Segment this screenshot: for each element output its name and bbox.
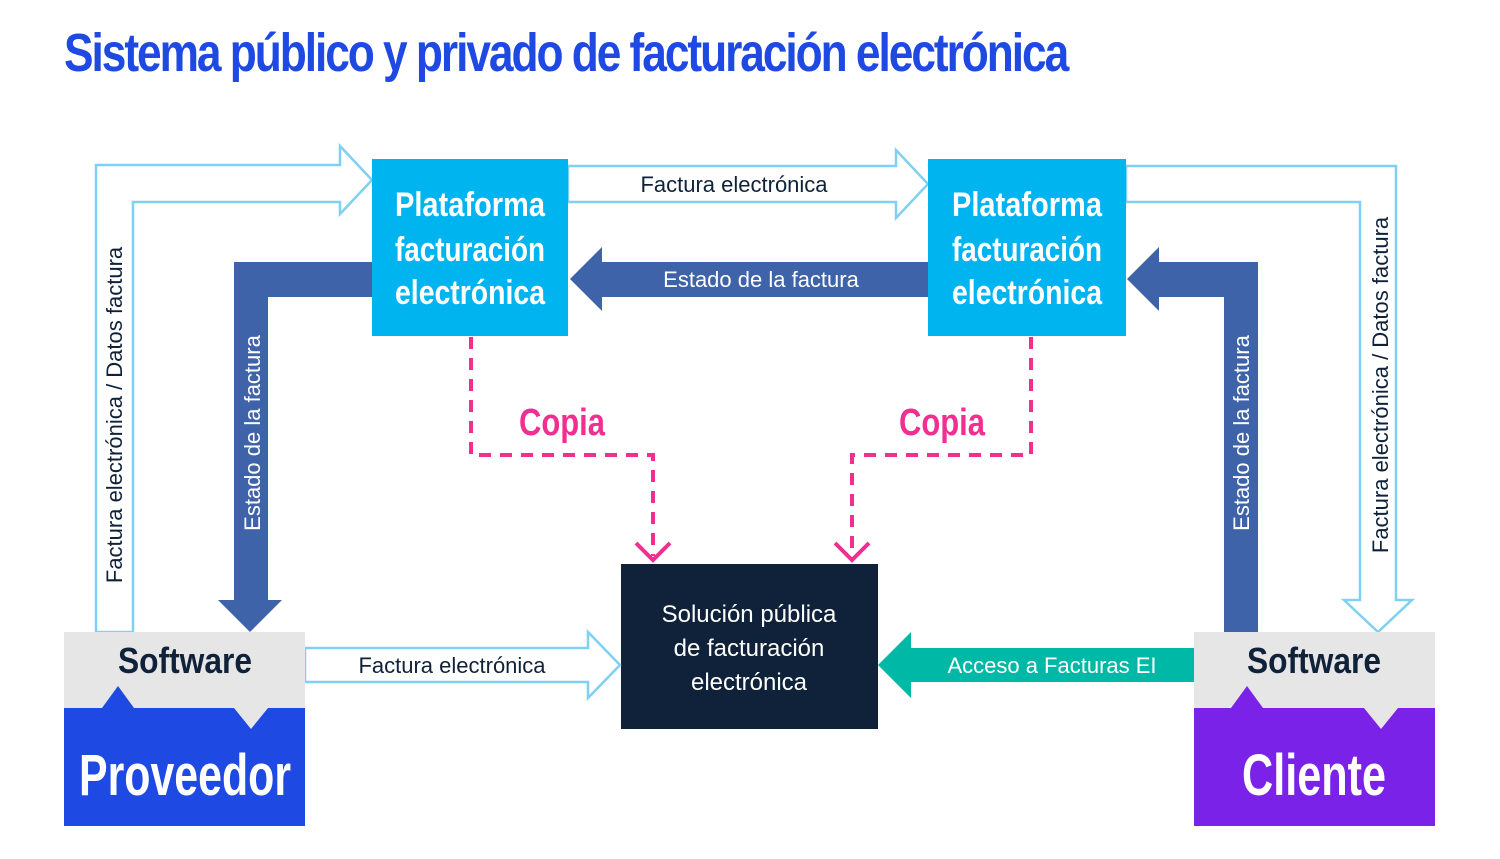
top-right-label: Factura electrónica <box>640 172 828 197</box>
client-software-label: Software <box>1247 640 1381 681</box>
copy-right-line <box>850 337 1033 556</box>
top-left-arrow <box>570 247 928 311</box>
page-title: Sistema público y privado de facturación… <box>64 23 1069 83</box>
provider-software-bg <box>64 632 305 708</box>
client-to-public-arrow <box>878 632 1194 698</box>
provider-box <box>64 708 305 826</box>
copy-right-arrowhead <box>833 541 871 563</box>
client-up-arrow <box>1127 247 1258 632</box>
public-solution-box <box>621 564 878 729</box>
copy-left-arrowhead <box>634 541 672 563</box>
copy-right-label: Copia <box>899 402 986 444</box>
platform-left-line-1: Plataforma <box>395 186 546 224</box>
provider-to-public-label: Factura electrónica <box>358 653 546 678</box>
provider-name: Proveedor <box>79 743 291 808</box>
top-left-label: Estado de la factura <box>663 267 859 292</box>
client-software-bg <box>1194 632 1435 708</box>
platform-left-line-3: electrónica <box>395 274 546 312</box>
platform-right-line-1: Plataforma <box>952 186 1103 224</box>
provider-up-label: Factura electrónica / Datos factura <box>102 246 127 583</box>
provider-notch-left <box>102 686 134 708</box>
client-box <box>1194 708 1435 826</box>
client-to-public-label: Acceso a Facturas EI <box>947 653 1156 678</box>
platform-right <box>928 159 1126 336</box>
provider-software-label: Software <box>118 640 252 681</box>
client-down-arrow <box>1124 164 1416 634</box>
client-notch-left <box>1231 686 1263 708</box>
provider-notch-right <box>234 708 268 729</box>
provider-down-arrow <box>218 262 372 632</box>
copy-left-line <box>469 337 655 556</box>
provider-to-public-arrow <box>303 628 622 702</box>
public-solution-line-3: electrónica <box>691 669 808 696</box>
platform-left-line-2: facturación <box>395 231 545 269</box>
client-name: Cliente <box>1242 743 1386 808</box>
public-solution-line-1: Solución pública <box>662 601 837 628</box>
provider-down-label: Estado de la factura <box>240 334 265 530</box>
client-up-label: Estado de la factura <box>1229 334 1254 530</box>
copy-left-label: Copia <box>519 402 606 444</box>
client-notch-right <box>1364 708 1398 729</box>
platform-right-line-2: facturación <box>952 231 1102 269</box>
provider-up-arrow <box>94 142 374 634</box>
client-down-label: Factura electrónica / Datos factura <box>1368 216 1393 553</box>
platform-right-line-3: electrónica <box>952 274 1103 312</box>
top-right-arrow <box>566 146 930 222</box>
platform-left <box>372 159 568 336</box>
public-solution-line-2: de facturación <box>674 635 825 662</box>
